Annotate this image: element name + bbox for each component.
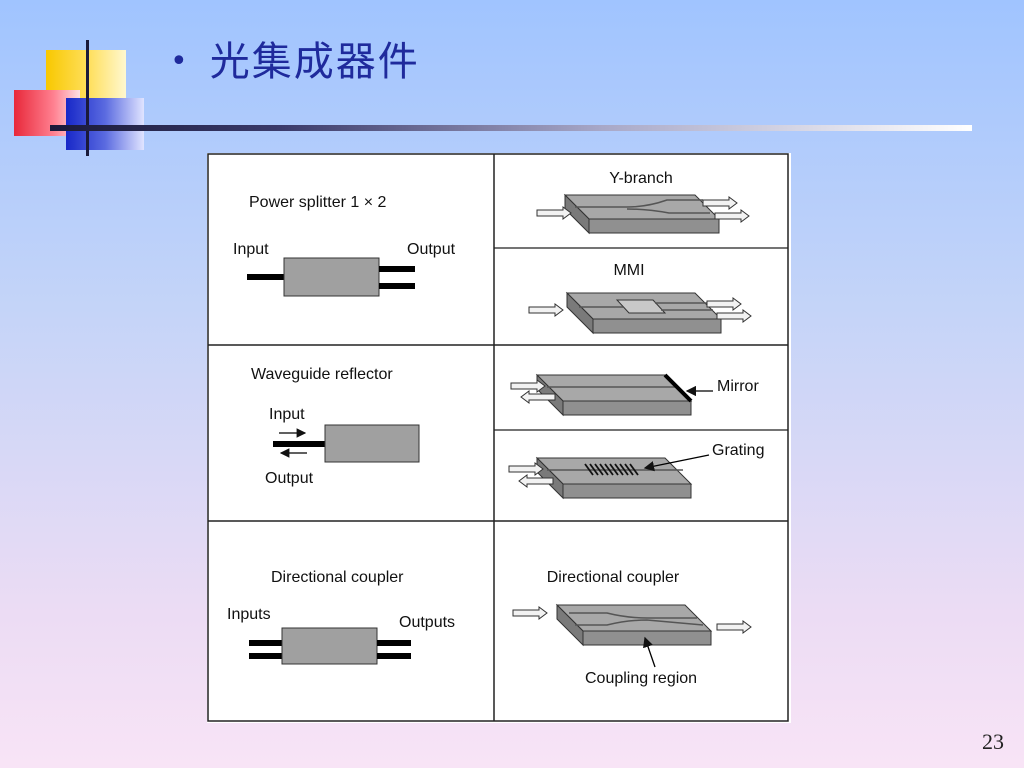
y-branch-title: Y-branch [609, 170, 672, 187]
power-splitter-output-label: Output [407, 241, 456, 258]
waveguide-reflector-title: Waveguide reflector [251, 366, 393, 383]
grating-lines [584, 463, 639, 476]
grating-reflector-diagram: Grating [508, 442, 764, 500]
mmi-diagram: MMI [528, 262, 752, 335]
directional-coupler-right-title: Directional coupler [547, 569, 680, 586]
slide-title: 光集成器件 [209, 39, 420, 85]
waveguide-reflector-input-label: Input [269, 406, 305, 423]
directional-coupler-outputs-label: Outputs [399, 614, 455, 631]
mirror-label: Mirror [717, 378, 759, 395]
title-block: • 光集成器件 [170, 42, 420, 82]
mirror-reflector-diagram: Mirror [510, 373, 759, 417]
grating-label: Grating [712, 442, 764, 459]
waveguide-reflector-schematic: Waveguide reflector Input Output [251, 366, 420, 487]
y-branch-diagram: Y-branch [536, 170, 750, 235]
page-number: 23 [982, 729, 1004, 754]
directional-coupler-left-title: Directional coupler [271, 569, 404, 586]
power-splitter-input-label: Input [233, 241, 269, 258]
coupling-region-label: Coupling region [585, 670, 697, 687]
figure-svg: Power splitter 1 × 2 Input Output Y-bran… [207, 153, 789, 722]
integrated-optics-figure: Power splitter 1 × 2 Input Output Y-bran… [207, 153, 791, 723]
power-splitter-schematic: Power splitter 1 × 2 Input Output [233, 194, 456, 297]
directional-coupler-inputs-label: Inputs [227, 606, 271, 623]
table-grid [207, 153, 789, 722]
title-rule [50, 125, 972, 131]
waveguide-reflector-output-label: Output [265, 470, 314, 487]
title-bullet: • [170, 44, 188, 79]
mmi-title: MMI [613, 262, 644, 279]
power-splitter-title: Power splitter 1 × 2 [249, 194, 387, 211]
deco-vertical-line [86, 40, 89, 156]
directional-coupler-schematic: Directional coupler Inputs Outputs [227, 569, 455, 665]
deco-blue-square [66, 98, 144, 150]
directional-coupler-diagram: Directional coupler Coupling region [512, 569, 752, 687]
